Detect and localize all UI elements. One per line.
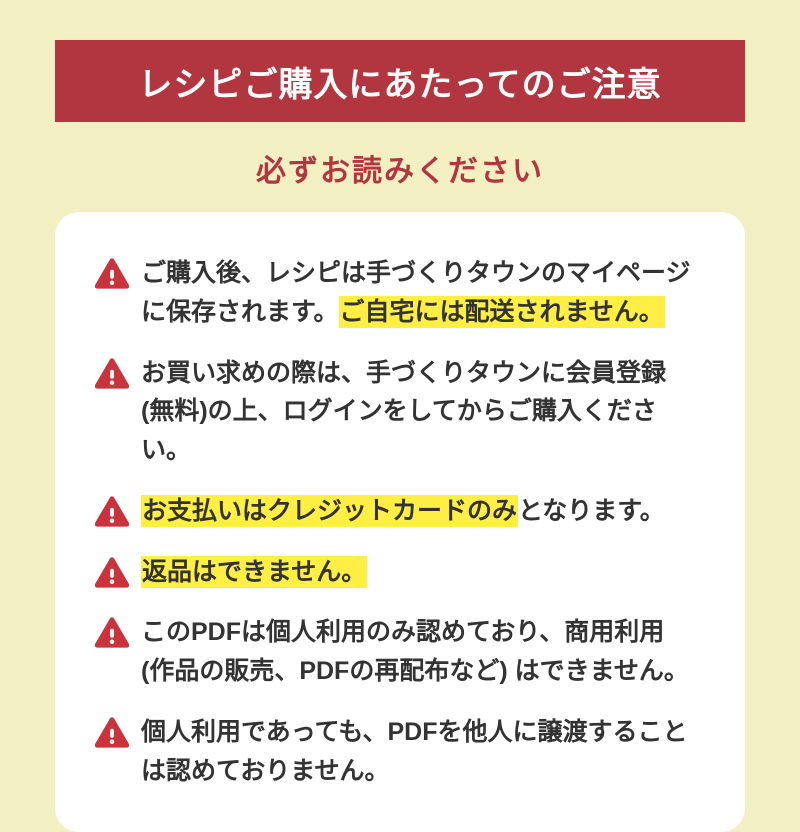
notice-item: ご購入後、レシピは手づくりタウンのマイページ に保存されます。ご自宅には配送され… bbox=[95, 254, 705, 332]
warning-icon bbox=[95, 556, 129, 590]
notice-text: 返品はできません。 bbox=[141, 553, 368, 592]
notice-text: お支払いはクレジットカードのみとなります。 bbox=[141, 492, 665, 531]
warning-icon bbox=[95, 716, 129, 750]
warning-icon bbox=[95, 357, 129, 391]
plain-text: このPDFは個人利用のみ認めており、商用利用 (作品の販売、PDFの再配布など)… bbox=[141, 618, 689, 685]
subtitle: 必ずお読みください bbox=[256, 155, 544, 188]
banner-title: レシピご購入にあたってのご注意 bbox=[138, 65, 662, 104]
notice-text: このPDFは個人利用のみ認めており、商用利用 (作品の販売、PDFの再配布など)… bbox=[141, 613, 689, 691]
highlighted-text: ご自宅には配送されません。 bbox=[338, 295, 665, 328]
banner: レシピご購入にあたってのご注意 bbox=[55, 40, 745, 122]
plain-text: 個人利用であっても、PDFを他人に譲渡すること は認めておりません。 bbox=[141, 717, 688, 785]
plain-text: お買い求めの際は、手づくりタウンに会員登録 (無料)の上、ログインをしてからご購… bbox=[141, 358, 667, 465]
warning-icon bbox=[95, 616, 129, 650]
notice-text: ご購入後、レシピは手づくりタウンのマイページ に保存されます。ご自宅には配送され… bbox=[141, 254, 691, 332]
notice-text: 個人利用であっても、PDFを他人に譲渡すること は認めておりません。 bbox=[141, 713, 688, 791]
notice-text: お買い求めの際は、手づくりタウンに会員登録 (無料)の上、ログインをしてからご購… bbox=[141, 354, 705, 470]
highlighted-text: お支払いはクレジットカードのみ bbox=[141, 494, 519, 527]
notice-item: このPDFは個人利用のみ認めており、商用利用 (作品の販売、PDFの再配布など)… bbox=[95, 613, 705, 691]
plain-text: ご購入後、レシピは手づくりタウンのマイページ に保存されます。 bbox=[141, 259, 691, 326]
poster: レシピご購入にあたってのご注意 必ずお読みください ご購入後、レシピは手づくりタ… bbox=[55, 40, 745, 832]
notice-card: ご購入後、レシピは手づくりタウンのマイページ に保存されます。ご自宅には配送され… bbox=[55, 212, 745, 832]
notice-poster: { "banner": { "title": "レシピご購入にあたってのご注意"… bbox=[55, 40, 745, 832]
plain-text: となります。 bbox=[518, 496, 665, 525]
warning-icon bbox=[95, 257, 129, 291]
notice-item: 返品はできません。 bbox=[95, 553, 705, 592]
highlighted-text: 返品はできません。 bbox=[141, 555, 368, 588]
notice-item: 個人利用であっても、PDFを他人に譲渡すること は認めておりません。 bbox=[95, 713, 705, 791]
warning-icon bbox=[95, 495, 129, 529]
notice-list: ご購入後、レシピは手づくりタウンのマイページ に保存されます。ご自宅には配送され… bbox=[95, 254, 705, 790]
notice-item: お支払いはクレジットカードのみとなります。 bbox=[95, 492, 705, 531]
notice-item: お買い求めの際は、手づくりタウンに会員登録 (無料)の上、ログインをしてからご購… bbox=[95, 354, 705, 470]
